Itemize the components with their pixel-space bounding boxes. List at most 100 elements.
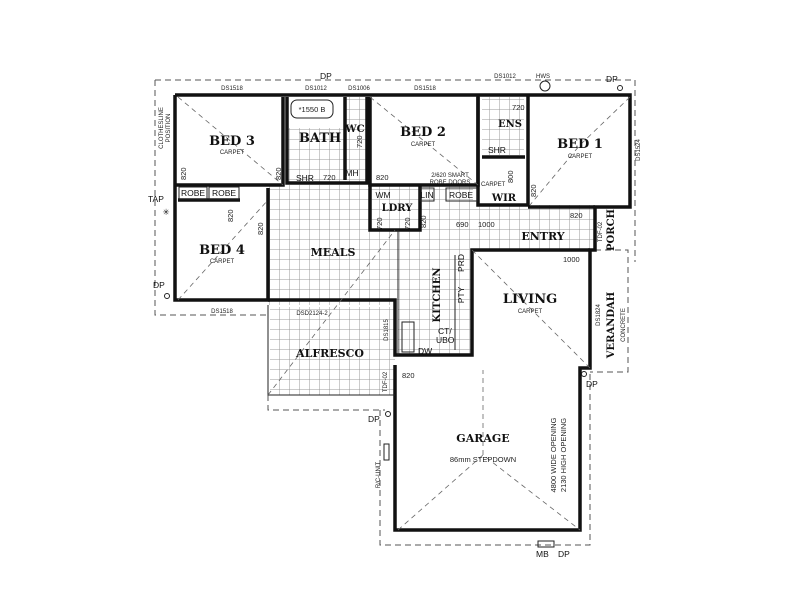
room-label: VERANDAH [606,292,617,359]
dimension: 690 [456,220,469,229]
window-tag: DS1824 [596,303,602,325]
room-label: PORCH [606,209,617,251]
room-ens: ENS SHR [488,119,522,155]
room-bed-3: BED 3 CARPET [209,134,255,156]
robe-note: ROBE DOORS [430,180,471,186]
floor-finish: CARPET [220,150,245,156]
room-label: WC [344,124,364,135]
dimension: 820 [256,222,265,235]
linen-label: LIN [420,190,433,200]
room-label: BED 4 [199,243,245,258]
downpipe-icon [617,85,623,91]
window-tag: TDF-02 [383,371,389,392]
dimension: 720 [355,135,364,148]
room-label: ENTRY [521,230,564,243]
room-label: WIR [491,193,517,204]
oven-label: UBO [436,335,455,345]
room-meals: MEALS [311,246,356,259]
room-wc: WC MH [344,124,364,178]
rc-unit-label: R/C-UNIT [376,462,382,489]
room-laundry: WM LDRY [375,190,413,214]
manhole-label: MH [345,168,358,178]
tap-icon: ✳ [162,207,170,217]
room-living: LIVING CARPET [503,292,557,315]
window-tag: DS1815 [384,318,390,340]
downpipe-icon [164,293,170,299]
room-verandah: VERANDAH CONCRETE [606,292,627,359]
dimension: 800 [506,170,515,183]
window-tag: DS1012 [305,86,327,92]
dimension: 820 [419,215,428,228]
dimension: 820 [402,371,415,380]
dimension: 1000 [563,255,580,264]
hot-water-icon [539,80,551,92]
dimension: 820 [226,209,235,222]
clothesline-label: CLOTHESLINE [159,107,165,149]
dimension: 820 [570,211,583,220]
window-tag: DS1524 [636,138,642,160]
clothesline-label: POSITION [166,114,172,143]
room-label: GARAGE [456,432,509,445]
room-label: BED 1 [557,137,603,152]
floor-finish: CONCRETE [621,308,627,342]
downpipe-label: DP [558,549,570,559]
room-bed-1: BED 1 CARPET [557,137,603,160]
downpipe-icon [385,411,391,417]
bath-size: *1550 B [299,105,326,114]
dimension: 720 [323,173,336,182]
door-opening-width: 4800 WIDE OPENING [549,417,558,492]
dimension: 820 [179,167,188,180]
meter-box-icon [537,540,555,548]
robe-label: ROBE [449,190,473,200]
room-label: ALFRESCO [295,347,364,360]
shower-label: SHR [488,145,506,155]
dimension-labels: 820 820 820 820 720 720 820 720 800 820 … [179,103,583,380]
window-tag: DS1518 [414,86,436,92]
room-label: LDRY [382,203,414,214]
dishwasher-label: DW [418,346,432,356]
room-bed-2: BED 2 CARPET 2/620 SMART ROBE DOORS [400,125,470,186]
walls [173,93,632,532]
window-tags: DS1518 DS1012 DS1006 DS1518 DS1012 DS151… [211,74,642,392]
room-bath: *1550 B BATH SHR [290,99,341,183]
downpipe-label: DP [368,414,380,424]
room-label: BED 2 [400,125,446,140]
downpipe-label: DP [320,71,332,81]
hot-water-label: HWS [536,74,550,80]
door-opening-height: 2130 HIGH OPENING [559,418,568,492]
room-label: ENS [498,119,522,130]
dimension: 820 [274,167,283,180]
downpipe-label: DP [606,74,618,84]
robe-note: 2/620 SMART [431,173,469,179]
room-porch: PORCH [606,209,617,251]
room-label: LIVING [503,292,557,307]
robe-label: ROBE [181,188,205,198]
dimension: 820 [529,184,538,197]
room-wir: CARPET WIR [481,182,517,204]
dimension: 720 [512,103,525,112]
floor-finish: CARPET [210,259,235,265]
room-entry: ENTRY [521,230,564,243]
dimension: 720 [403,217,412,230]
washing-machine-label: WM [375,190,390,200]
floor-finish: CARPET [481,182,506,188]
dimension: 1000 [478,220,495,229]
floor-finish: CARPET [518,309,543,315]
stepdown-note: 86mm STEPDOWN [450,455,516,464]
window-tag: DS1012 [494,74,516,80]
shower-label: SHR [296,173,314,183]
room-alfresco: ALFRESCO [295,347,364,360]
robe-label: ROBE [212,188,236,198]
room-label: BED 3 [209,134,255,149]
roof-lines [177,96,631,531]
room-label: MEALS [311,246,356,259]
downpipe-label: DP [153,280,165,290]
room-label: BATH [299,131,341,146]
room-label: KITCHEN [432,268,443,323]
room-kitchen: KITCHEN PRD PTY CT/ UBO DW [401,254,466,356]
site-fixtures: TAP ✳ CLOTHESLINE POSITION HWS DP DP DP … [148,71,623,559]
window-tag: TDF-02 [598,221,604,242]
pantry-label: PRD [456,254,466,272]
window-tag: DS1006 [348,86,370,92]
